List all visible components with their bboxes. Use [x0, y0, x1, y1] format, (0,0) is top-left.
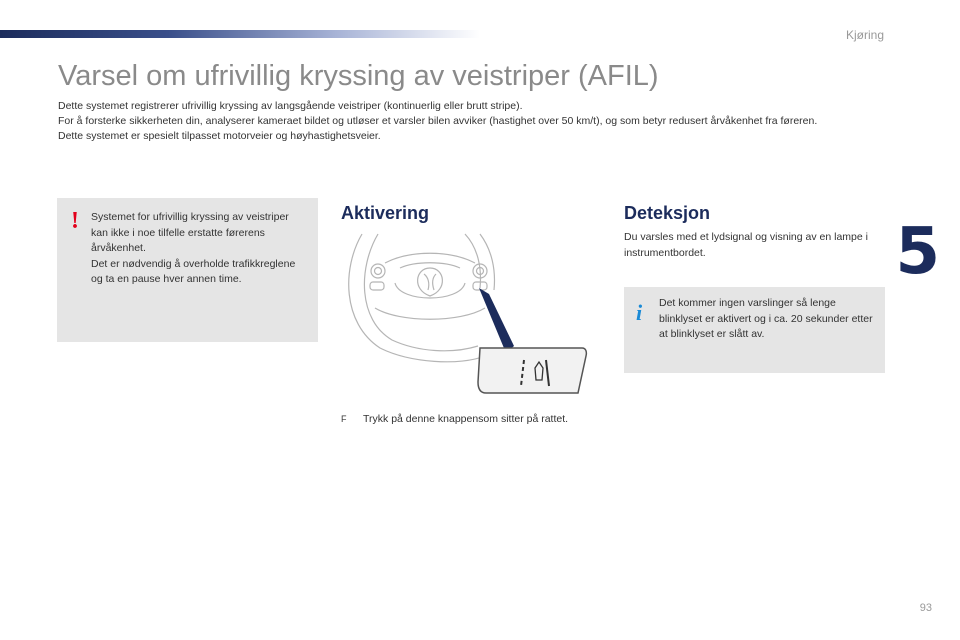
chapter-number: 5	[895, 215, 940, 289]
steering-wheel-illustration	[348, 233, 588, 394]
instruction-text: Trykk på denne knappensom sitter på ratt…	[363, 413, 569, 425]
exclamation-icon: !	[71, 208, 79, 234]
info-icon: i	[636, 300, 643, 325]
warning-line: Systemet for ufrivillig kryssing av veis…	[91, 211, 289, 254]
bullet-icon: F	[341, 414, 347, 424]
info-text: Det kommer ingen varslinger så lenge bli…	[659, 297, 873, 340]
detection-text: Du varsles med et lydsignal og visning a…	[624, 231, 868, 259]
activation-heading: Aktivering	[341, 203, 430, 223]
intro-text: Dette systemet registrerer ufrivillig kr…	[58, 99, 898, 144]
section-label: Kjøring	[845, 28, 884, 42]
page-number: 93	[919, 602, 932, 614]
intro-paragraph: Dette systemet registrerer ufrivillig kr…	[58, 100, 523, 112]
header-accent-bar	[0, 30, 480, 38]
pointer-marker	[479, 288, 514, 353]
intro-paragraph: Dette systemet er spesielt tilpasset mot…	[58, 130, 381, 142]
detection-heading: Deteksjon	[624, 203, 711, 223]
lane-departure-icon	[520, 359, 550, 387]
activation-instruction: F Trykk på denne knappensom sitter på ra…	[341, 412, 586, 428]
warning-text: Systemet for ufrivillig kryssing av veis…	[91, 210, 306, 288]
intro-paragraph: For å forsterke sikkerheten din, analyse…	[58, 115, 818, 127]
info-box: i Det kommer ingen varslinger så lenge b…	[624, 287, 885, 373]
warning-box: ! Systemet for ufrivillig kryssing av ve…	[57, 198, 318, 342]
page-title: Varsel om ufrivillig kryssing av veistri…	[58, 60, 659, 92]
afil-button-closeup	[477, 347, 588, 394]
warning-line: Det er nødvendig å overholde trafikkregl…	[91, 257, 296, 286]
